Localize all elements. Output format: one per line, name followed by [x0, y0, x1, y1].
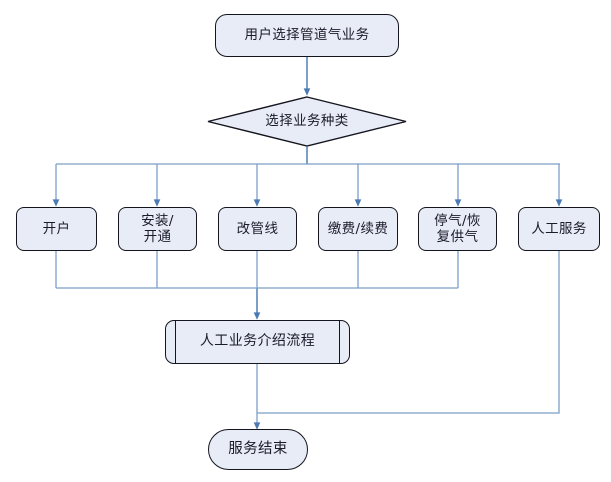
subprocess-right-bar	[339, 319, 340, 365]
node-option-stop-resume-gas[interactable]: 停气/恢 复供气	[418, 207, 497, 251]
node-option-open-account[interactable]: 开户	[16, 207, 97, 251]
edge-manual-service-to-end	[257, 251, 560, 414]
node-option-manual-service[interactable]: 人工服务	[518, 207, 600, 251]
node-option-pay-renew[interactable]: 缴费/续费	[318, 207, 398, 251]
node-start[interactable]: 用户选择管道气业务	[215, 14, 399, 57]
node-decision-label: 选择业务种类	[265, 113, 349, 130]
node-subprocess[interactable]: 人工业务介绍流程	[165, 319, 350, 365]
node-option-label: 停气/恢 复供气	[434, 212, 481, 245]
node-decision[interactable]: 选择业务种类	[207, 96, 407, 147]
node-end[interactable]: 服务结束	[208, 429, 308, 470]
node-option-install-activate[interactable]: 安装/ 开通	[118, 207, 197, 251]
subprocess-left-bar	[175, 319, 176, 365]
node-subprocess-label: 人工业务介绍流程	[199, 333, 316, 350]
node-option-label: 改管线	[236, 220, 279, 237]
node-option-label: 开户	[42, 220, 71, 237]
node-option-label: 人工服务	[531, 220, 587, 237]
node-option-change-pipeline[interactable]: 改管线	[218, 207, 297, 251]
node-start-label: 用户选择管道气业务	[244, 27, 370, 44]
node-option-label: 安装/ 开通	[141, 212, 174, 245]
node-end-label: 服务结束	[228, 440, 288, 457]
node-option-label: 缴费/续费	[327, 220, 389, 237]
diamond-shape	[207, 96, 407, 147]
